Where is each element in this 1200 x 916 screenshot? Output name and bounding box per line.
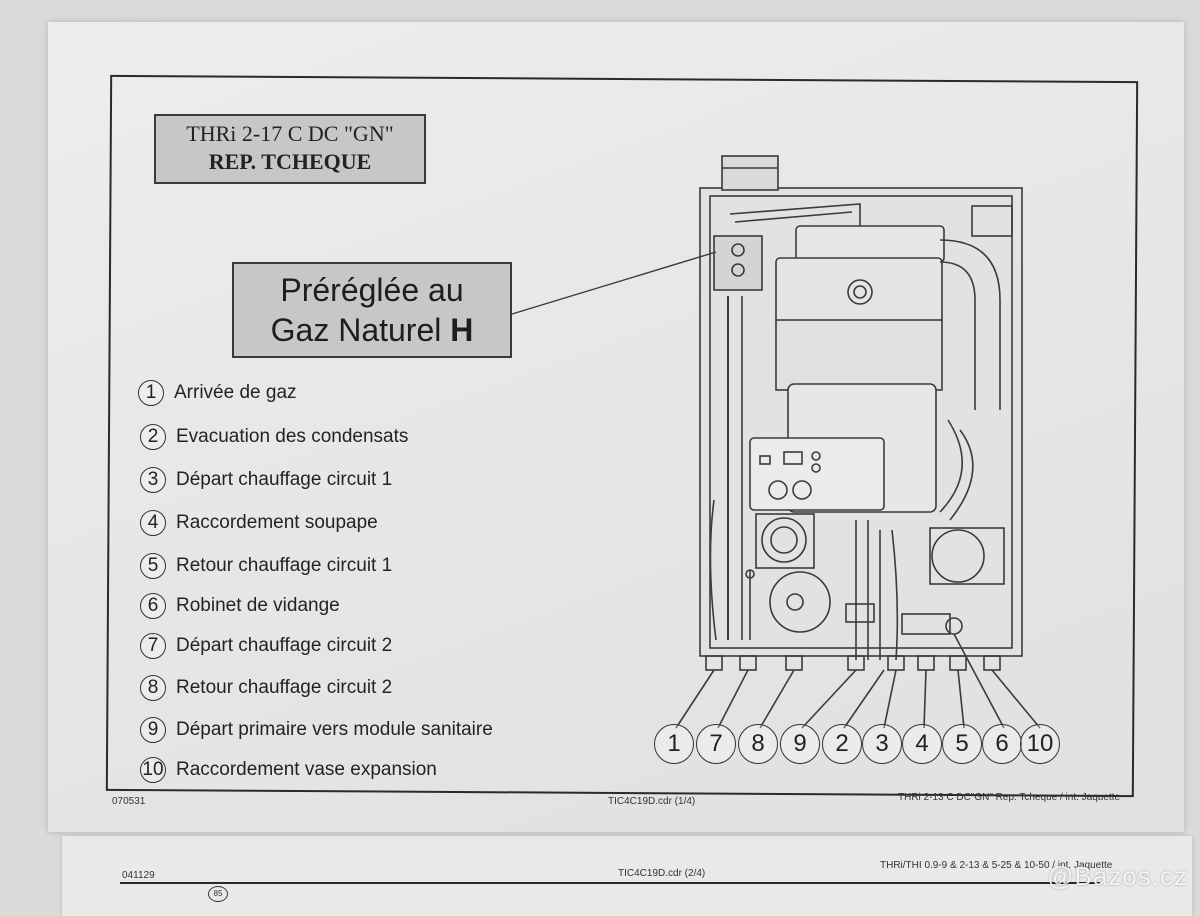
burner-body — [775, 319, 943, 391]
legend-label: Départ chauffage circuit 2 — [176, 635, 393, 656]
legend-number: 1 — [138, 380, 164, 406]
gas-type-text: Gaz Naturel — [270, 312, 451, 348]
flue-elbow — [939, 239, 1001, 410]
connection-number: 10 — [1020, 724, 1060, 764]
connection-number: 5 — [942, 724, 982, 764]
watermark: @Bazos.cz — [1047, 861, 1188, 891]
legend-item: 9 Départ primaire vers module sanitaire — [140, 715, 493, 745]
gas-preset-box: Préréglée au Gaz Naturel H — [232, 262, 512, 358]
legend-label: Retour chauffage circuit 1 — [176, 555, 393, 576]
three-way-valve — [769, 571, 831, 633]
connector — [917, 655, 935, 671]
legend-item: 5 Retour chauffage circuit 1 — [140, 551, 392, 581]
connection-number: 2 — [822, 724, 862, 764]
connection-number: 1 — [654, 724, 694, 764]
legend-number: 9 — [140, 717, 166, 743]
legend-label: Robinet de vidange — [176, 595, 340, 616]
connection-number: 6 — [982, 724, 1022, 764]
legend-number: 10 — [140, 757, 166, 783]
legend-item: 8 Retour chauffage circuit 2 — [140, 673, 392, 703]
connector — [983, 655, 1001, 671]
knob-icon — [768, 480, 788, 500]
knob-icon — [792, 480, 812, 500]
footer-reference: THRi 2-13 C DC"GN" Rep. Tcheque / int. J… — [898, 792, 1121, 803]
legend-item: 4 Raccordement soupape — [140, 508, 378, 538]
connector — [785, 655, 803, 671]
second-sheet-file: TIC4C19D.cdr (2/4) — [618, 868, 706, 879]
legend-label: Arrivée de gaz — [174, 382, 297, 403]
legend-label: Raccordement soupape — [176, 512, 378, 533]
model-label-box: THRi 2-17 C DC "GN" REP. TCHEQUE — [154, 114, 426, 184]
second-sheet-code: 041129 — [122, 870, 155, 881]
connection-number: 3 — [862, 724, 902, 764]
legend-label: Evacuation des condensats — [176, 426, 409, 447]
legend-number: 4 — [140, 510, 166, 536]
legend-number: 2 — [140, 424, 166, 450]
legend-label: Départ chauffage circuit 1 — [176, 469, 393, 490]
top-pipe — [729, 203, 861, 230]
gas-preset-line1: Préréglée au — [280, 272, 464, 308]
gas-valve-pointer — [511, 251, 717, 315]
footer-code: 070531 — [112, 796, 146, 807]
legend-item: 3 Départ chauffage circuit 1 — [140, 465, 392, 495]
legend-number: 8 — [140, 675, 166, 701]
legend-label: Départ primaire vers module sanitaire — [176, 719, 493, 740]
model-name: THRi 2-17 C DC "GN" — [186, 121, 394, 146]
connector — [705, 655, 723, 671]
gas-preset-line2: Gaz Naturel H — [234, 310, 510, 350]
model-country: REP. TCHEQUE — [208, 149, 372, 174]
legend-label: Retour chauffage circuit 2 — [176, 677, 393, 698]
flue-outlet — [721, 155, 779, 191]
footer-file: TIC4C19D.cdr (1/4) — [608, 796, 696, 807]
legend-item: 2 Evacuation des condensats — [140, 422, 408, 452]
connection-number: 7 — [696, 724, 736, 764]
pump — [761, 517, 807, 563]
heat-exchanger-top — [795, 225, 945, 263]
legend-item: 7 Départ chauffage circuit 2 — [140, 631, 392, 661]
connection-number: 9 — [780, 724, 820, 764]
legend-item: 10 Raccordement vase expansion — [140, 755, 437, 785]
connection-number: 8 — [738, 724, 778, 764]
legend-number: 3 — [140, 467, 166, 493]
gas-type-letter: H — [450, 312, 474, 348]
heat-exchanger — [775, 257, 943, 325]
second-sheet-frame-edge — [120, 882, 1100, 884]
right-bracket — [971, 205, 1013, 237]
legend-label: Raccordement vase expansion — [176, 759, 437, 780]
circulator-pump — [931, 529, 985, 583]
legend-number: 7 — [140, 633, 166, 659]
legend-number: 6 — [140, 593, 166, 619]
control-panel — [749, 437, 885, 511]
gas-valve — [713, 235, 763, 291]
connection-number: 4 — [902, 724, 942, 764]
boiler-inner-casing — [709, 195, 1013, 649]
legend-item: 6 Robinet de vidange — [140, 591, 340, 621]
connector — [949, 655, 967, 671]
legend-item: 1 Arrivée de gaz — [138, 378, 297, 408]
legend-number: 5 — [140, 553, 166, 579]
second-sheet-reference: THRi/THI 0.9-9 & 2-13 & 5-25 & 10-50 / i… — [880, 860, 1113, 871]
connector — [739, 655, 757, 671]
